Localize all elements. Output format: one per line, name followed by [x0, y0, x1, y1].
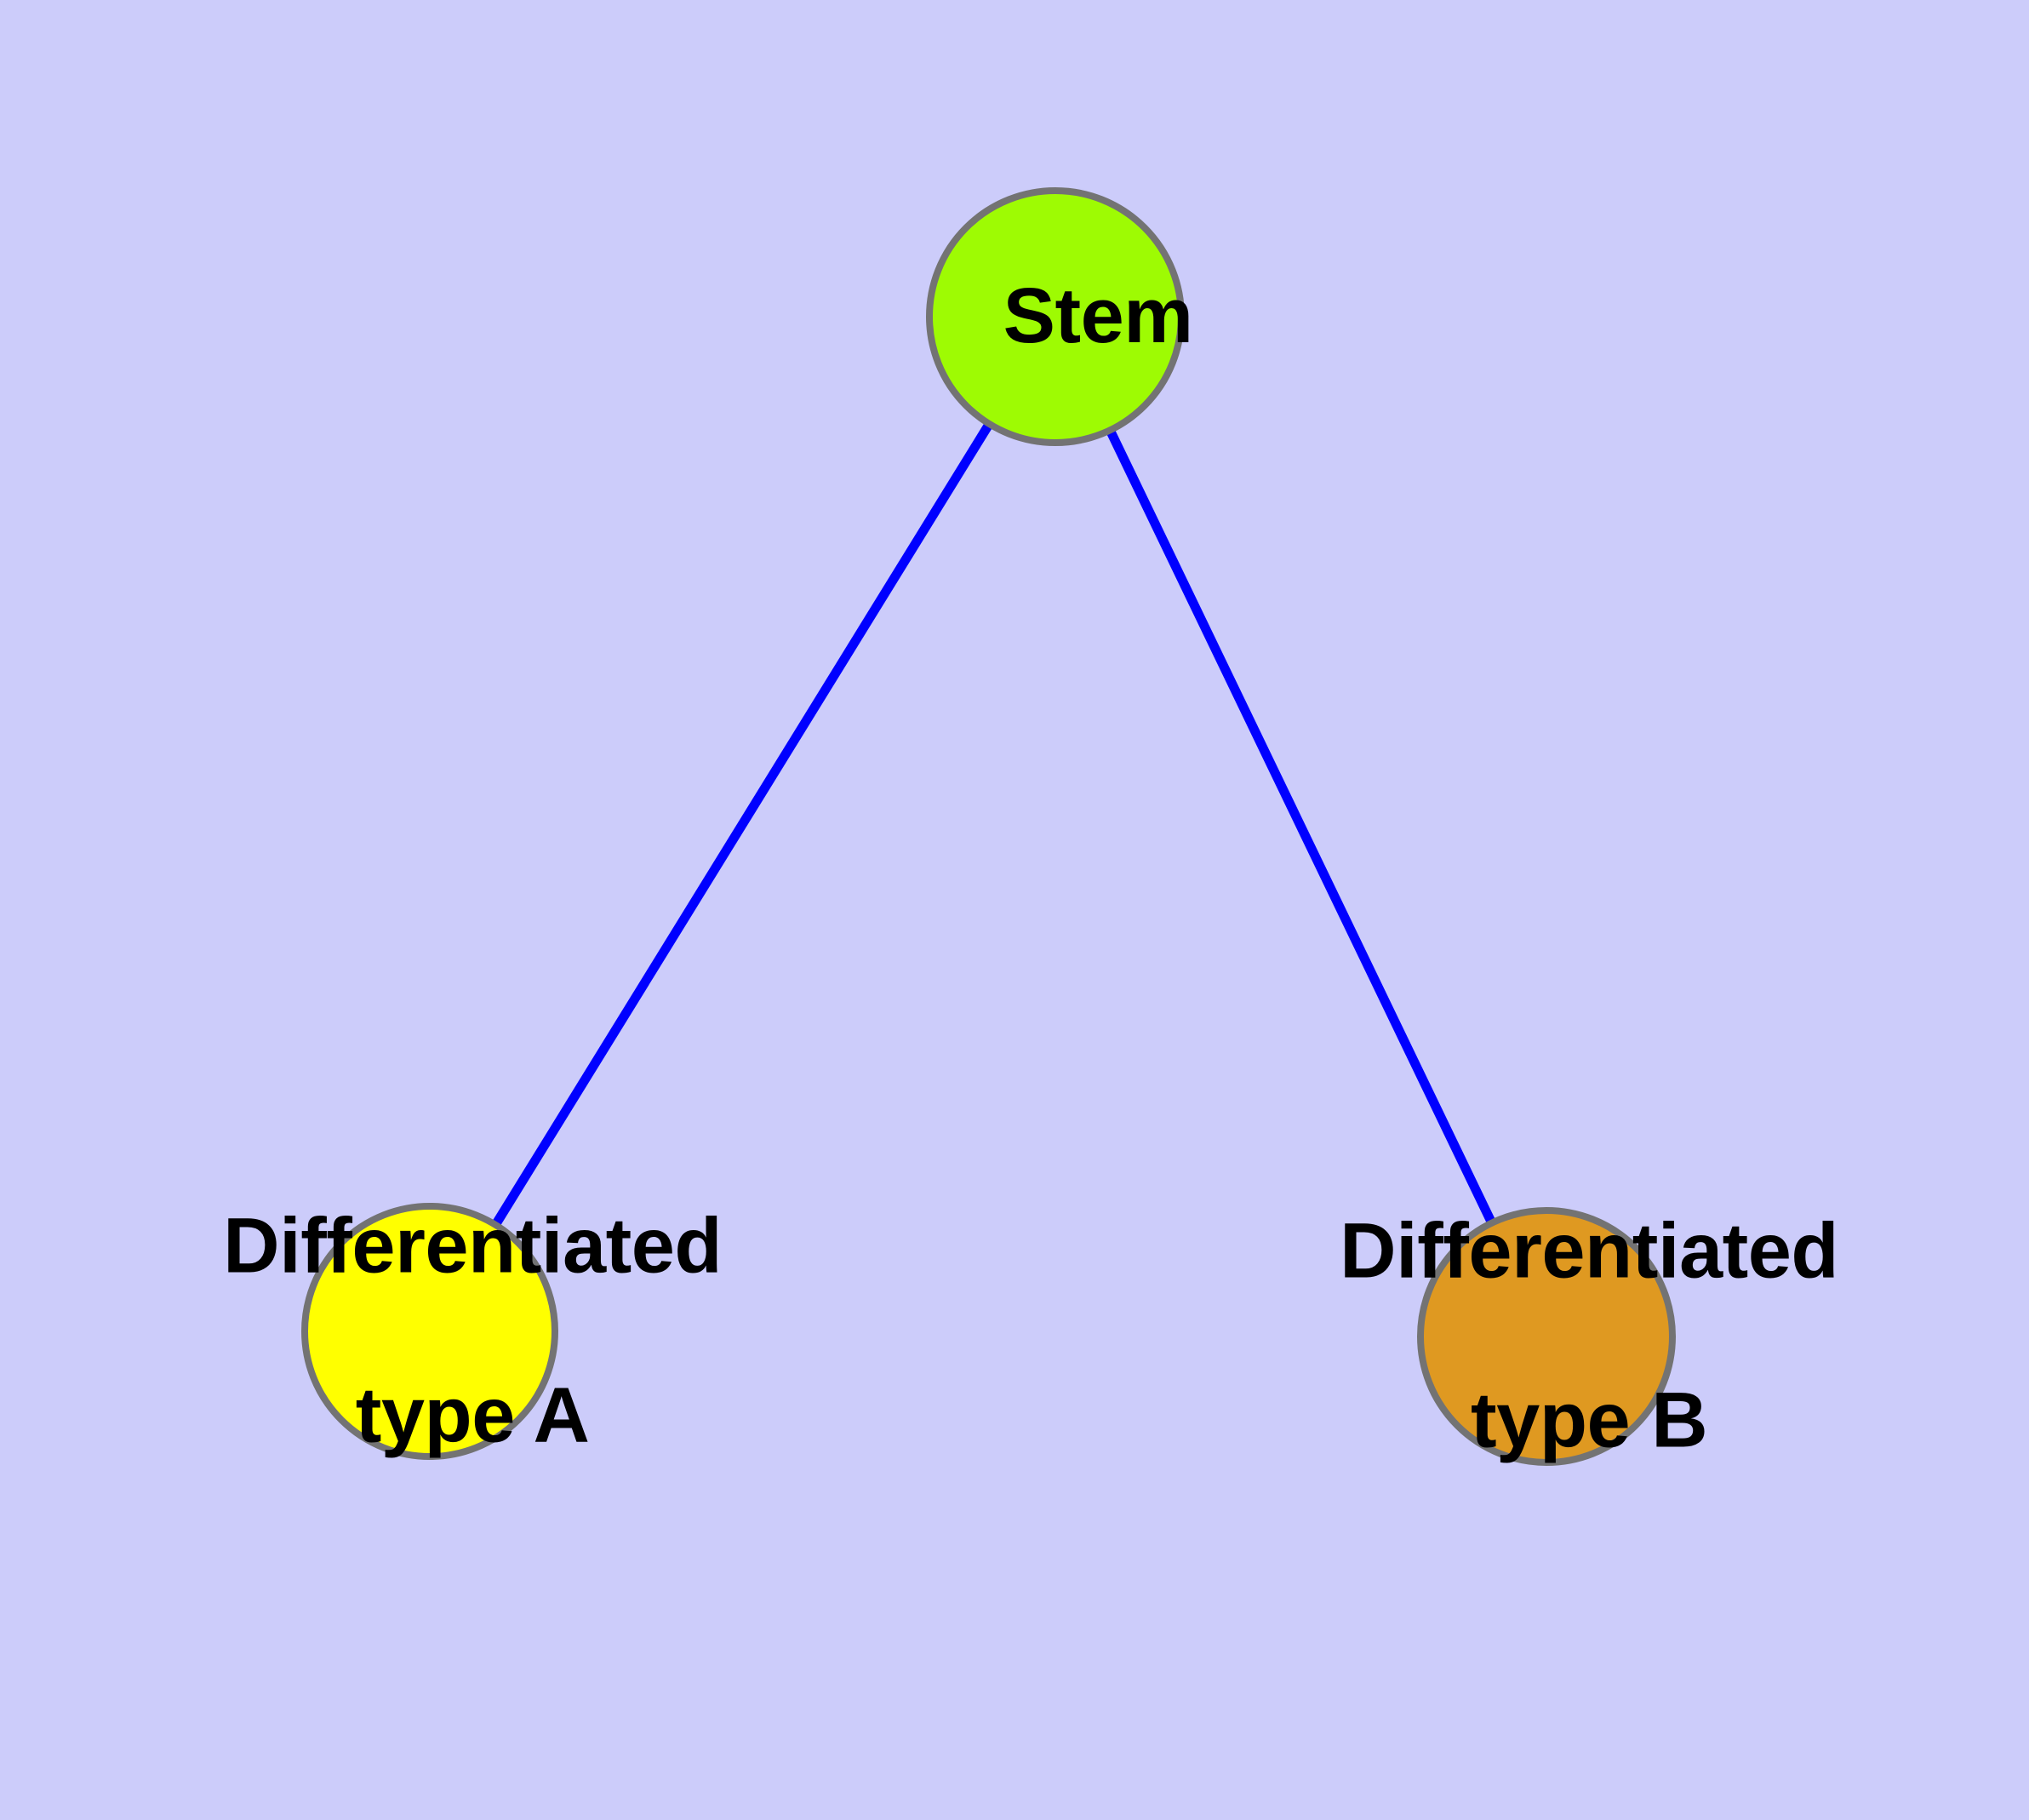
- node-differentiated-type-b[interactable]: [1417, 1207, 1676, 1466]
- edge-stem-to-differentiated-type-b[interactable]: [1051, 314, 1551, 1339]
- node-differentiated-type-a[interactable]: [301, 1203, 558, 1460]
- edge-stem-to-differentiated-type-a[interactable]: [426, 314, 1060, 1334]
- node-stem[interactable]: [926, 187, 1185, 446]
- node-layer: [301, 187, 1676, 1466]
- edge-layer: [426, 314, 1551, 1339]
